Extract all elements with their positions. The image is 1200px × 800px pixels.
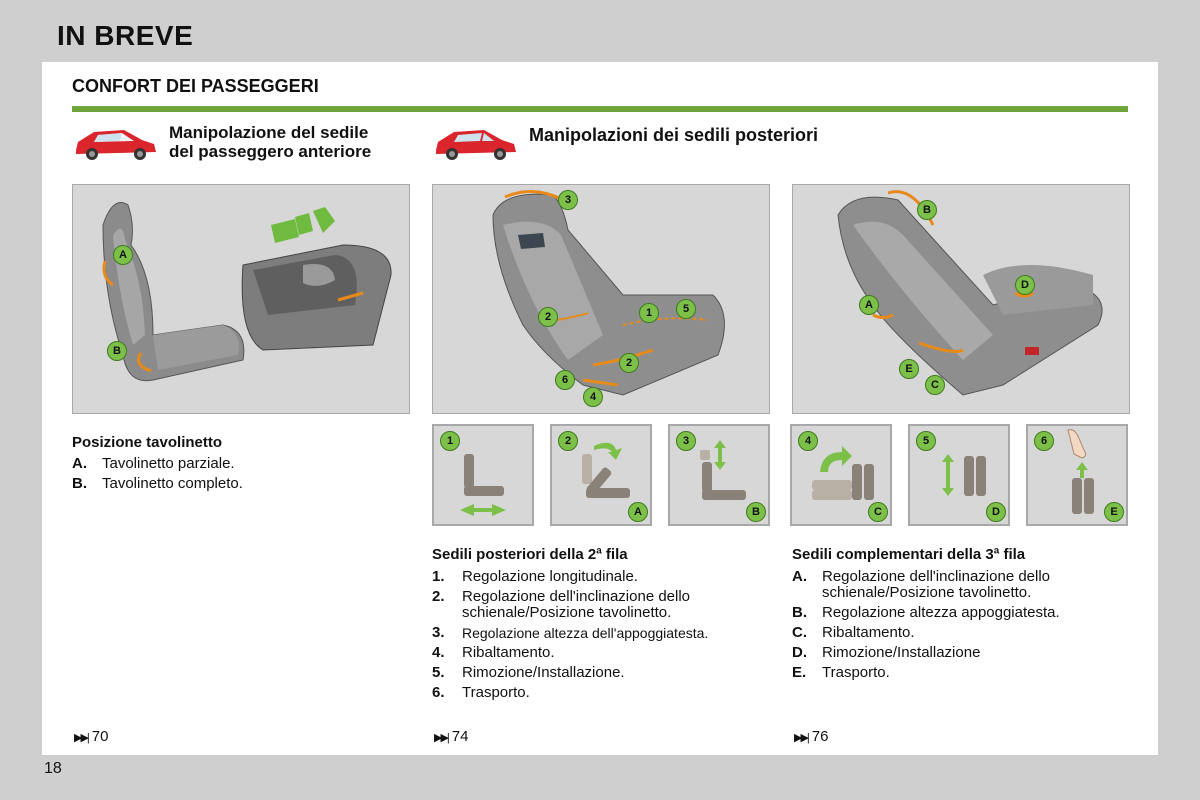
thumb-badge-2: 2 bbox=[558, 431, 578, 451]
page-reference-third-row[interactable]: ▶▶|76 bbox=[794, 728, 829, 745]
thumb-6: 6 E bbox=[1026, 424, 1128, 526]
third-row-list-title: Sedili complementari della 3ª fila bbox=[792, 546, 1026, 563]
section-divider bbox=[72, 106, 1128, 112]
thumb-4: 4 C bbox=[790, 424, 892, 526]
front-list: A.Tavolinetto parziale. B.Tavolinetto co… bbox=[72, 456, 392, 496]
photo-badge-2b: 2 bbox=[619, 353, 639, 373]
photo-badge-d3: D bbox=[1015, 275, 1035, 295]
thumb-3: 3 B bbox=[668, 424, 770, 526]
page-title: IN BREVE bbox=[57, 20, 194, 51]
page-reference-second-row[interactable]: ▶▶|74 bbox=[434, 728, 469, 745]
second-row-seat-illustration: 3 2 1 5 2 6 4 bbox=[432, 184, 770, 414]
thumb-badge-4: 4 bbox=[798, 431, 818, 451]
thumb-badge-1: 1 bbox=[440, 431, 460, 451]
car-icon bbox=[76, 130, 156, 160]
photo-badge-b3: B bbox=[917, 200, 937, 220]
list-item: 6.Trasporto. bbox=[432, 684, 530, 701]
seat-slide-icon bbox=[460, 454, 506, 516]
photo-badge-a3: A bbox=[859, 295, 879, 315]
photo-badge-a: A bbox=[113, 245, 133, 265]
seat-fold-icon bbox=[812, 446, 874, 500]
section-title: CONFORT DEI PASSEGGERI bbox=[72, 76, 319, 96]
thumb-badge-3: 3 bbox=[676, 431, 696, 451]
thumb-5: 5 D bbox=[908, 424, 1010, 526]
seat-remove-icon bbox=[942, 454, 986, 496]
seat-recline-icon bbox=[582, 442, 630, 498]
thumb-badge-a: A bbox=[628, 502, 648, 522]
list-item: B.Tavolinetto completo. bbox=[72, 475, 243, 492]
list-item: E.Trasporto. bbox=[792, 664, 890, 681]
list-item: B.Regolazione altezza appoggiatesta. bbox=[792, 604, 1060, 621]
car-icon bbox=[436, 130, 516, 160]
photo-badge-4: 4 bbox=[583, 387, 603, 407]
list-item: A.Tavolinetto parziale. bbox=[72, 455, 235, 472]
seat-carry-icon bbox=[1067, 429, 1094, 514]
second-row-list-title: Sedili posteriori della 2ª fila bbox=[432, 546, 628, 563]
list-item: 3.Regolazione altezza dell'appoggiatesta… bbox=[432, 624, 709, 642]
photo-badge-5: 5 bbox=[676, 299, 696, 319]
skip-forward-icon: ▶▶| bbox=[434, 732, 450, 744]
photo-badge-e3: E bbox=[899, 359, 919, 379]
skip-forward-icon: ▶▶| bbox=[74, 732, 90, 744]
third-row-seat-drawing bbox=[837, 190, 1103, 396]
second-row-seat-drawing bbox=[492, 190, 725, 396]
thumb-badge-c: C bbox=[868, 502, 888, 522]
list-item: D.Rimozione/Installazione bbox=[792, 644, 981, 661]
thumb-badge-b: B bbox=[746, 502, 766, 522]
photo-badge-3: 3 bbox=[558, 190, 578, 210]
third-row-list: A.Regolazione dell'inclinazione dello sc… bbox=[792, 569, 1138, 685]
front-seat-illustration: A B bbox=[72, 184, 410, 414]
front-seat-heading-line1: Manipolazione del sedile bbox=[169, 123, 369, 142]
content-panel: CONFORT DEI PASSEGGERI Manipolazione del… bbox=[42, 62, 1158, 755]
front-seat-drawing bbox=[102, 202, 392, 382]
list-item: A.Regolazione dell'inclinazione dello sc… bbox=[792, 568, 1051, 601]
third-row-seat-illustration: B D A E C bbox=[792, 184, 1130, 414]
thumb-badge-5: 5 bbox=[916, 431, 936, 451]
page-number: 18 bbox=[44, 760, 62, 777]
thumb-badge-e: E bbox=[1104, 502, 1124, 522]
second-row-list: 1.Regolazione longitudinale. 2.Regolazio… bbox=[432, 569, 772, 705]
front-seat-heading: Manipolazione del sedile del passeggero … bbox=[169, 123, 371, 161]
thumb-badge-6: 6 bbox=[1034, 431, 1054, 451]
page-reference-front[interactable]: ▶▶|70 bbox=[74, 728, 109, 745]
page-header: IN BREVE bbox=[0, 0, 1200, 62]
front-list-title: Posizione tavolinetto bbox=[72, 434, 223, 451]
thumb-2: 2 A bbox=[550, 424, 652, 526]
photo-badge-6: 6 bbox=[555, 370, 575, 390]
list-item: 4.Ribaltamento. bbox=[432, 644, 555, 661]
front-seat-heading-line2: del passeggero anteriore bbox=[169, 142, 372, 161]
photo-badge-2: 2 bbox=[538, 307, 558, 327]
photo-badge-1: 1 bbox=[639, 303, 659, 323]
rear-seats-heading: Manipolazioni dei sedili posteriori bbox=[529, 125, 819, 145]
list-item: 5.Rimozione/Installazione. bbox=[432, 664, 625, 681]
thumb-1: 1 bbox=[432, 424, 534, 526]
list-item: 2.Regolazione dell'inclinazione dello sc… bbox=[432, 588, 691, 621]
list-item: 1.Regolazione longitudinale. bbox=[432, 568, 638, 585]
photo-badge-c3: C bbox=[925, 375, 945, 395]
list-item: C.Ribaltamento. bbox=[792, 624, 915, 641]
thumb-badge-d: D bbox=[986, 502, 1006, 522]
headrest-height-icon bbox=[700, 440, 746, 500]
skip-forward-icon: ▶▶| bbox=[794, 732, 810, 744]
photo-badge-b: B bbox=[107, 341, 127, 361]
